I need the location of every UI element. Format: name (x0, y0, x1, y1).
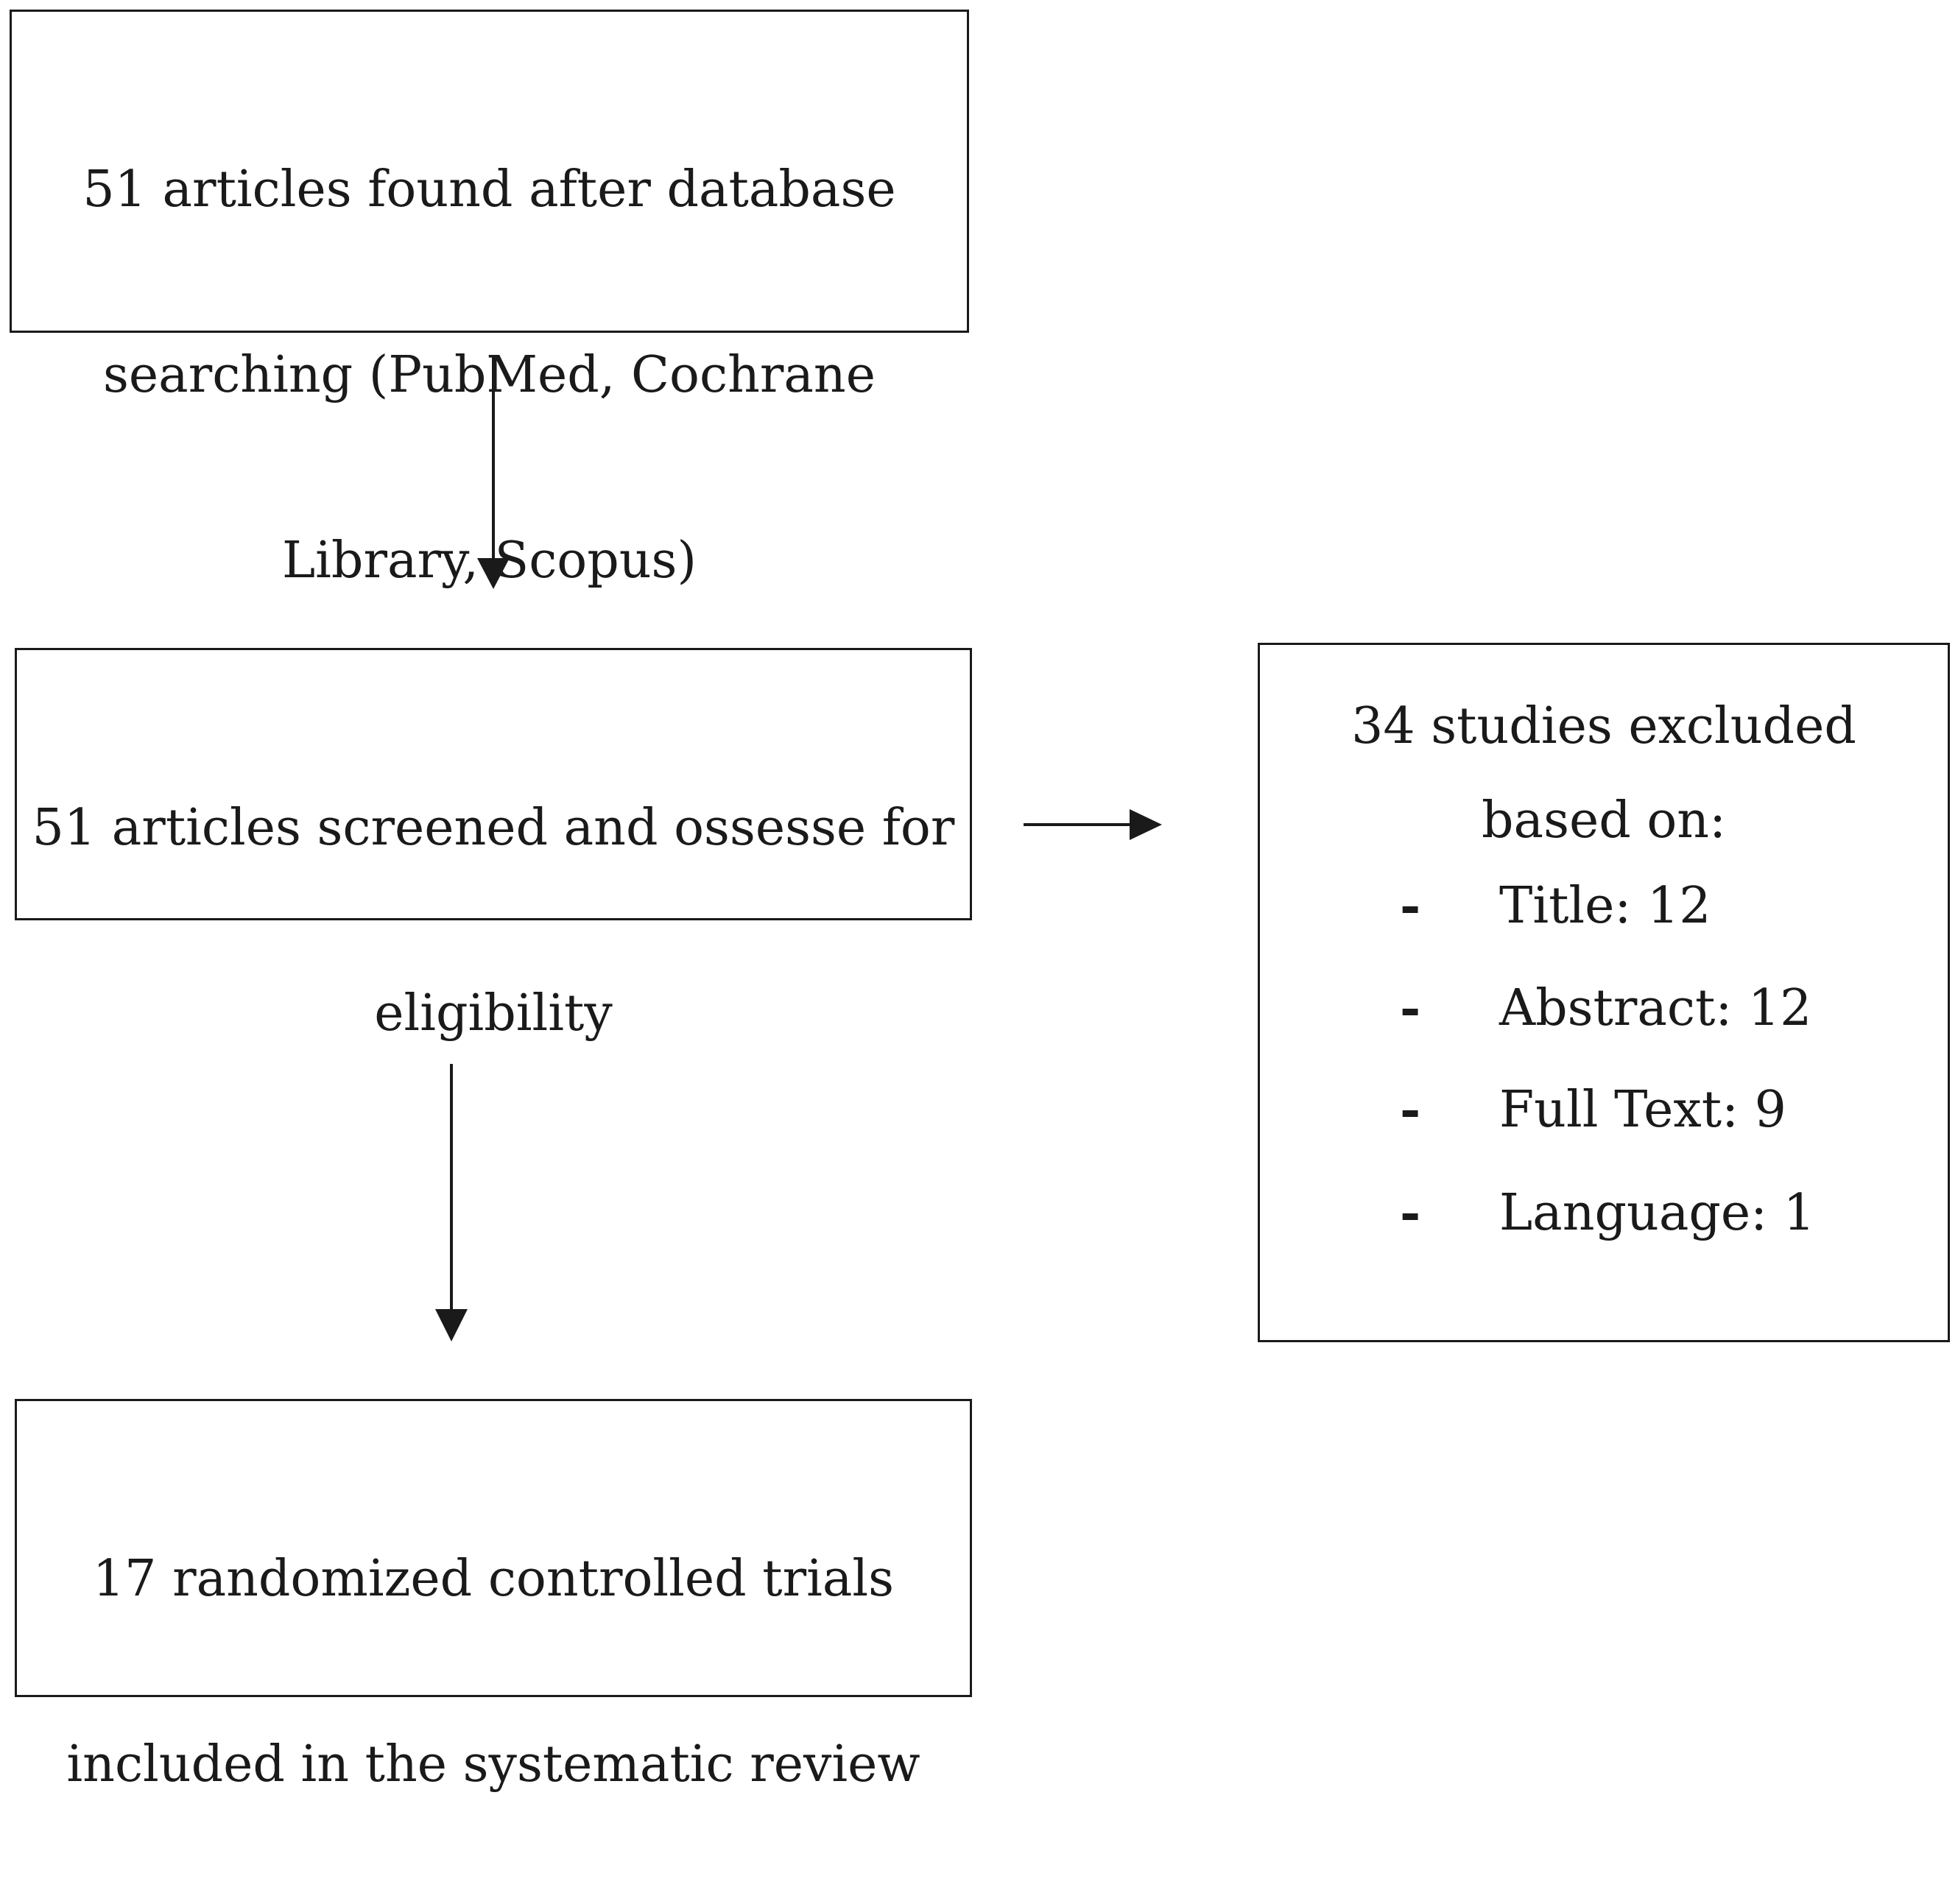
bullet-dash: - (1400, 1184, 1421, 1243)
screening-text: 51 articles screened and ossesse for eli… (17, 689, 970, 1153)
included-line-2: included in the systematic review (66, 1735, 920, 1794)
excluded-item-full-text: - Full Text: 9 (1260, 1073, 1948, 1147)
included-box: 17 randomized controlled trials included… (15, 1399, 972, 1794)
arrowhead-right-icon (1130, 809, 1162, 840)
excluded-item-label: Title: 12 (1499, 877, 1711, 935)
excluded-item-label: Full Text: 9 (1499, 1081, 1786, 1139)
bullet-dash: - (1400, 1081, 1421, 1140)
bullet-dash: - (1400, 877, 1421, 936)
excluded-item-title: - Title: 12 (1260, 870, 1948, 943)
included-text: 17 randomized controlled trials included… (17, 1440, 970, 1904)
search-line-2: searching (PubMed, Cochrane (103, 346, 876, 404)
screening-box: 51 articles screened and ossesse for eli… (15, 648, 972, 1043)
search-line-3: Library, Scopus) (282, 532, 697, 590)
search-results-text: 51 articles found after database searchi… (12, 51, 967, 700)
excluded-item-label: Abstract: 12 (1499, 979, 1812, 1037)
included-line-1: 17 randomized controlled trials (92, 1550, 895, 1608)
excluded-item-label: Language: 1 (1499, 1184, 1815, 1242)
bullet-dash: - (1400, 979, 1421, 1038)
screening-line-2: eligibility (374, 984, 613, 1043)
search-line-1: 51 articles found after database (82, 161, 896, 219)
excluded-item-language: - Language: 1 (1260, 1177, 1948, 1250)
search-results-box: 51 articles found after database searchi… (10, 10, 969, 590)
excluded-item-abstract: - Abstract: 12 (1260, 972, 1948, 1046)
screening-line-1: 51 articles screened and ossesse for (32, 799, 955, 857)
excluded-subheading: based on: (1482, 791, 1726, 850)
arrow-screening-to-excluded (1024, 809, 1162, 840)
arrowhead-down-icon (435, 1309, 468, 1341)
excluded-box: 34 studies excluded based on: - Title: 1… (1258, 643, 1950, 1342)
excluded-heading: 34 studies excluded (1351, 697, 1856, 755)
